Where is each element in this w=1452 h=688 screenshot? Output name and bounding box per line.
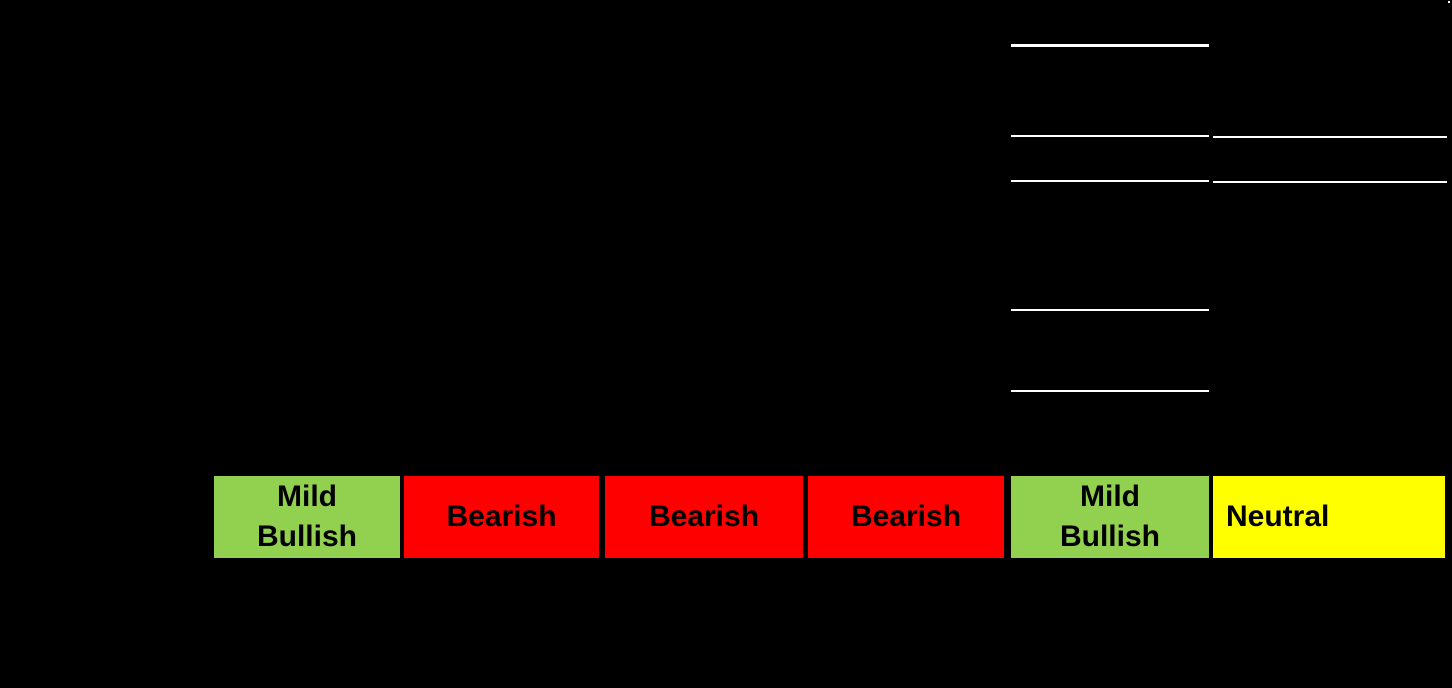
signal-cell-label: Bearish [446,500,557,533]
cell-border-line [1011,180,1209,182]
signal-cell-mild-bullish-1: Mild Bullish [214,476,400,558]
cell-border-line [1011,135,1209,137]
cell-border-line [1213,136,1447,138]
cell-border-line [1011,309,1209,311]
signal-cell-label: Bearish [648,500,760,533]
signal-cell-label: Neutral [1226,500,1330,533]
cell-border-line [1011,390,1209,392]
cell-border-line [1213,181,1447,183]
signal-cell-neutral: Neutral [1213,476,1445,558]
signal-cell-label: Mild Bullish [256,480,357,553]
signal-cell-mild-bullish-2: Mild Bullish [1011,476,1209,558]
signal-cell-bearish-1: Bearish [404,476,599,558]
signal-cell-label: Bearish [850,500,962,533]
signal-cell-label: Mild Bullish [1059,480,1160,553]
cell-border-line [1011,44,1209,47]
signal-cell-bearish-3: Bearish [808,476,1004,558]
pixel-artifact [1448,1,1450,3]
signal-cell-bearish-2: Bearish [605,476,803,558]
